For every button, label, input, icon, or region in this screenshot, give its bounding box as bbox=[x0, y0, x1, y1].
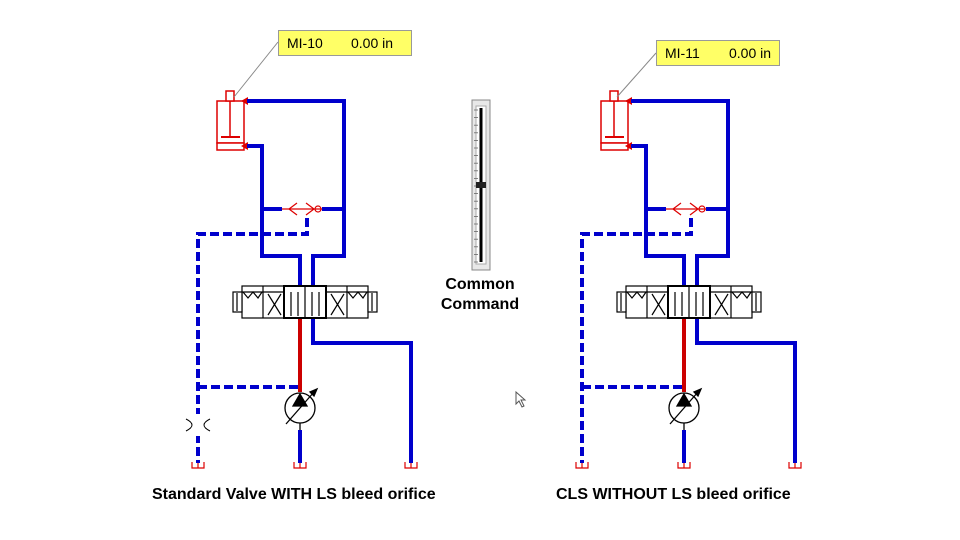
right-indicator-value: 0.00 in bbox=[729, 45, 772, 61]
mouse-cursor-icon bbox=[515, 390, 527, 408]
common-command-label: Common Command bbox=[425, 275, 535, 315]
left-caption: Standard Valve WITH LS bleed orifice bbox=[152, 486, 436, 503]
left-indicator-leader bbox=[233, 41, 279, 98]
slider-thumb[interactable] bbox=[476, 182, 486, 188]
right-caption: CLS WITHOUT LS bleed orifice bbox=[556, 486, 791, 503]
common-command-line2: Command bbox=[440, 296, 520, 313]
slider-ticks bbox=[474, 109, 478, 263]
ls-bleed-orifice[interactable] bbox=[185, 414, 211, 436]
right-indicator-leader bbox=[616, 52, 657, 98]
left-indicator-value: 0.00 in bbox=[351, 35, 394, 51]
command-slider[interactable] bbox=[471, 99, 491, 271]
right-indicator-label[interactable]: MI-11 0.00 in bbox=[656, 40, 780, 66]
left-indicator-name: MI-10 bbox=[287, 35, 323, 51]
left-circuit bbox=[190, 89, 419, 470]
right-indicator-name: MI-11 bbox=[665, 45, 700, 61]
right-circuit bbox=[574, 89, 803, 470]
common-command-line1: Common bbox=[445, 276, 515, 293]
left-indicator-label[interactable]: MI-10 0.00 in bbox=[278, 30, 412, 56]
